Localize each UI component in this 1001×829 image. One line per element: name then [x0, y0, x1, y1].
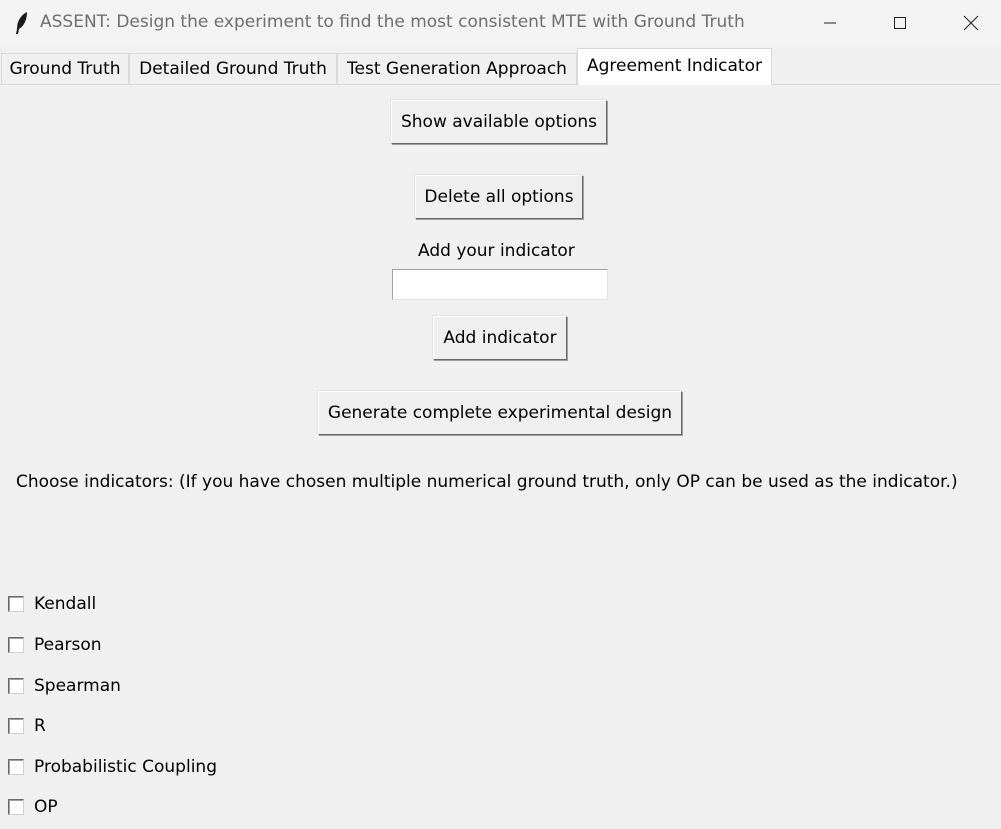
checkbox-label: Kendall — [34, 594, 97, 614]
tab-test-generation-approach[interactable]: Test Generation Approach — [337, 53, 577, 84]
close-icon — [963, 15, 979, 31]
tab-agreement-indicator[interactable]: Agreement Indicator — [577, 48, 772, 85]
maximize-button[interactable] — [871, 0, 929, 46]
tab-ground-truth[interactable]: Ground Truth — [1, 53, 129, 84]
checkbox-box[interactable] — [8, 637, 24, 653]
checkbox-box[interactable] — [8, 759, 24, 775]
checkbox-box[interactable] — [8, 718, 24, 734]
choose-indicators-text: Choose indicators: (If you have chosen m… — [16, 472, 958, 492]
indicator-input[interactable] — [392, 269, 608, 300]
checkbox-pearson[interactable]: Pearson — [8, 633, 102, 657]
checkbox-r[interactable]: R — [8, 714, 46, 738]
window-title: ASSENT: Design the experiment to find th… — [40, 12, 745, 32]
minimize-button[interactable] — [801, 0, 859, 46]
add-indicator-button[interactable]: Add indicator — [433, 316, 567, 360]
show-options-button[interactable]: Show available options — [391, 100, 607, 144]
checkbox-box[interactable] — [8, 678, 24, 694]
delete-options-button[interactable]: Delete all options — [415, 175, 583, 219]
feather-icon — [16, 12, 27, 34]
checkbox-spearman[interactable]: Spearman — [8, 674, 121, 698]
close-button[interactable] — [942, 0, 1000, 46]
checkbox-label: Pearson — [34, 635, 102, 655]
checkbox-label: Probabilistic Coupling — [34, 757, 217, 777]
checkbox-label: Spearman — [34, 676, 121, 696]
tab-bar: Ground Truth Detailed Ground Truth Test … — [0, 46, 1001, 85]
checkbox-label: R — [34, 716, 46, 736]
generate-design-button[interactable]: Generate complete experimental design — [318, 391, 682, 435]
checkbox-box[interactable] — [8, 799, 24, 815]
maximize-icon — [894, 17, 906, 29]
checkbox-label: OP — [34, 797, 58, 817]
checkbox-op[interactable]: OP — [8, 795, 58, 819]
checkbox-box[interactable] — [8, 596, 24, 612]
checkbox-probabilistic-coupling[interactable]: Probabilistic Coupling — [8, 755, 217, 779]
tab-detailed-ground-truth[interactable]: Detailed Ground Truth — [129, 53, 337, 84]
add-indicator-prompt: Add your indicator — [418, 241, 575, 261]
checkbox-kendall[interactable]: Kendall — [8, 592, 96, 616]
title-bar: ASSENT: Design the experiment to find th… — [0, 0, 1001, 46]
minimize-icon — [824, 22, 836, 24]
